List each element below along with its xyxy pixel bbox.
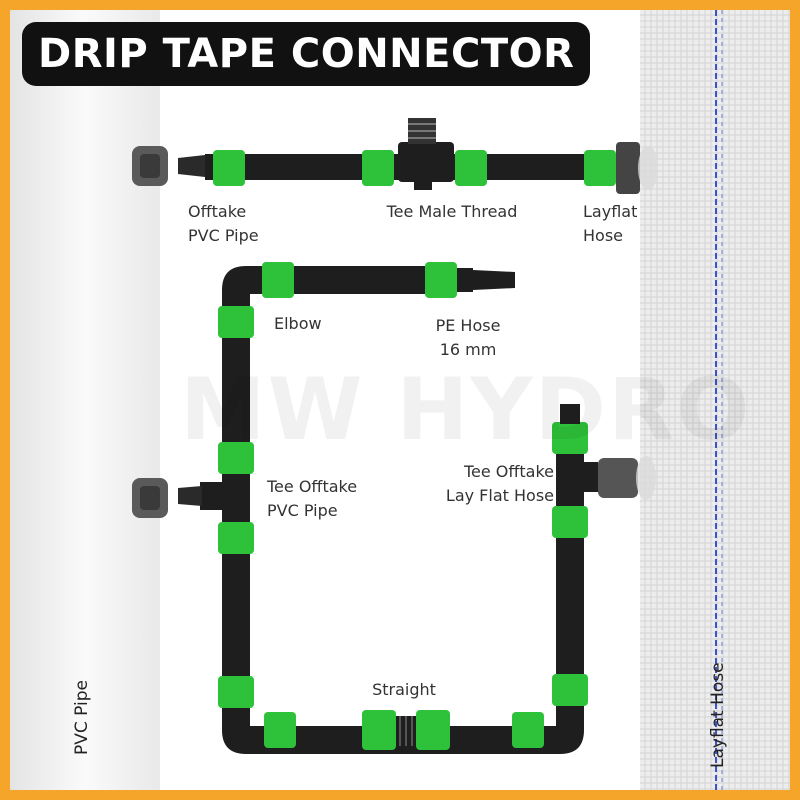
label-elbow: Elbow — [274, 314, 322, 333]
fitting-nut — [262, 262, 294, 298]
pipe-right-vertical — [556, 430, 584, 720]
tee-offtake-layflat-fitting — [584, 456, 656, 500]
fitting-nut — [512, 712, 544, 748]
label-tee-offtake-pvc: Tee Offtake PVC Pipe — [267, 477, 358, 520]
label-tee-male-thread: Tee Male Thread — [386, 202, 518, 221]
fitting-nut — [552, 422, 588, 454]
fitting-nut — [416, 710, 450, 750]
fitting-nut — [218, 522, 254, 554]
label-offtake-pvc: Offtake PVC Pipe — [188, 202, 259, 245]
fitting-nut — [218, 306, 254, 338]
label-pvc-pipe-side: PVC Pipe — [72, 679, 92, 755]
barb-top — [178, 155, 205, 177]
watermark: MW HYDRO — [180, 360, 752, 460]
white-panel — [10, 10, 790, 790]
fitting-nut — [552, 506, 588, 538]
fitting-nut — [264, 712, 296, 748]
gasket-top — [132, 146, 168, 186]
label-layflat-top: Layflat Hose — [583, 202, 638, 245]
straight-coupling — [396, 716, 416, 746]
label-pe-hose: PE Hose 16 mm — [435, 316, 501, 359]
page-title: DRIP TAPE CONNECTOR — [38, 31, 575, 77]
tee-offtake-pvc-body — [200, 482, 222, 510]
barb-left — [178, 486, 202, 506]
barb-top-right — [560, 404, 580, 424]
label-layflat-side: Layflat Hose — [708, 662, 728, 768]
tee-male-thread-fitting — [398, 118, 454, 190]
title-badge: DRIP TAPE CONNECTOR — [22, 22, 591, 86]
fitting-nut — [455, 150, 487, 186]
fitting-nut — [362, 710, 396, 750]
label-straight: Straight — [372, 680, 436, 699]
fitting-nut — [584, 150, 616, 186]
fitting-nut — [552, 674, 588, 706]
label-tee-offtake-layflat: Tee Offtake Lay Flat Hose — [445, 462, 554, 505]
fitting-nut — [362, 150, 394, 186]
pvc-pipe-body — [10, 10, 160, 790]
elbow-bottom-left — [222, 708, 264, 754]
fitting-nut — [425, 262, 457, 298]
pipe-left-vertical — [222, 300, 250, 720]
layflat-valve-top — [616, 142, 658, 194]
fitting-nut — [213, 150, 245, 186]
pe-hose-barb — [457, 268, 515, 292]
fitting-nut — [218, 676, 254, 708]
elbow-fitting — [222, 266, 262, 300]
gasket-left — [132, 478, 168, 518]
fitting-nut — [218, 442, 254, 474]
